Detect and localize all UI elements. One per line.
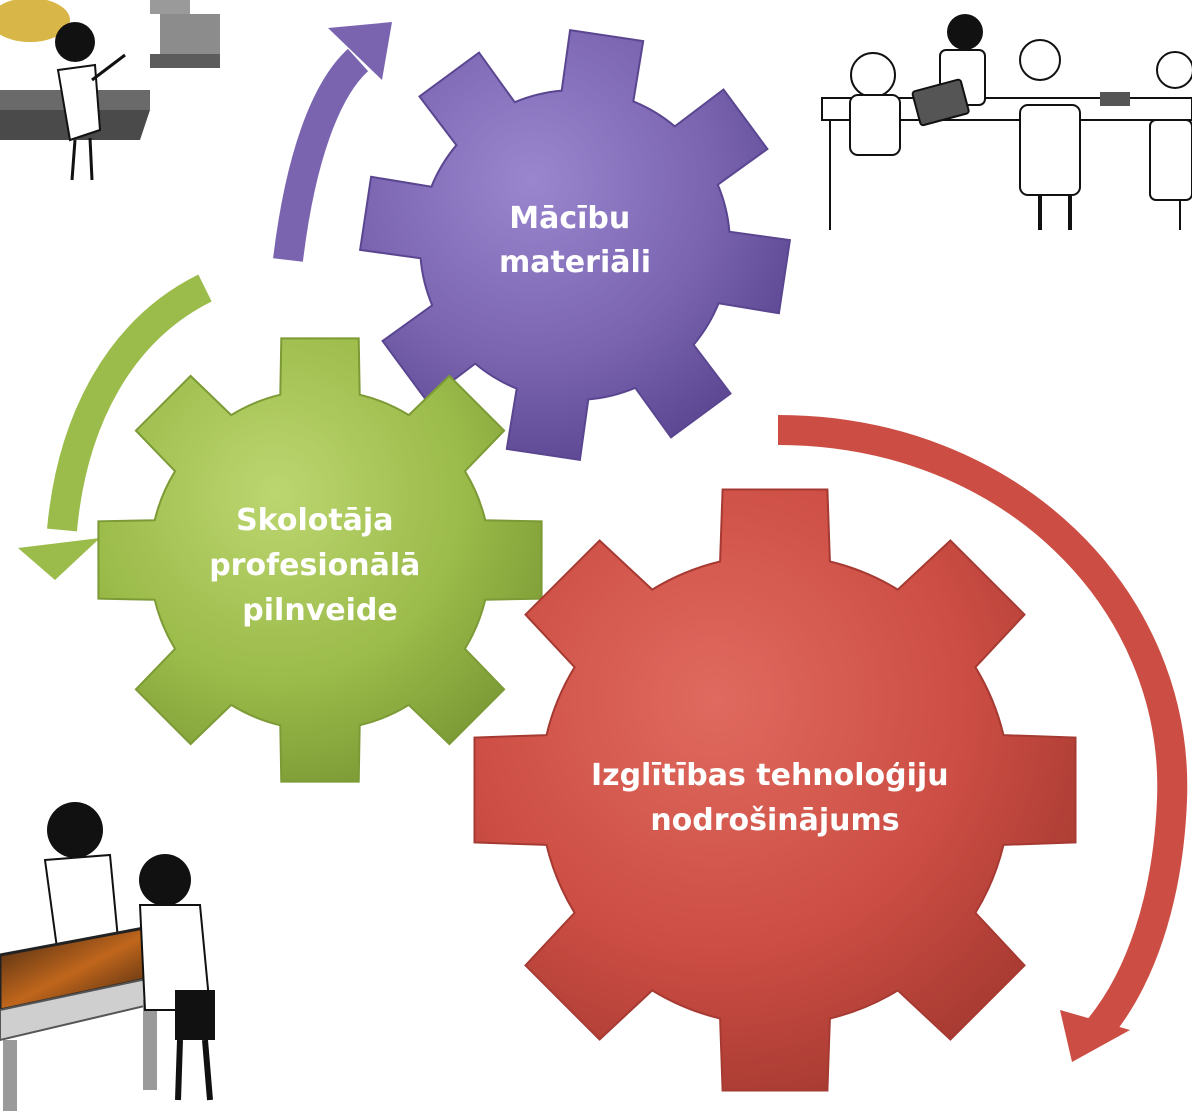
purple-arrow <box>273 22 392 262</box>
teacher-whiteboard-illustration <box>0 0 220 181</box>
gear-green-line-3: pilnveide <box>242 593 397 628</box>
green-arrow <box>18 274 212 580</box>
gear-red-label: Izglītības tehnoloģiju nodrošinājums <box>591 758 959 838</box>
gear-purple-line-1: Mācību <box>509 201 630 236</box>
students-tablets-illustration <box>821 14 1192 230</box>
red-arrow <box>777 415 1188 1062</box>
children-touchtable-illustration <box>0 802 215 1111</box>
gear-green-line-2: profesionālā <box>209 548 420 583</box>
gear-purple: Mācību materiāli <box>358 28 792 462</box>
gear-red-line-2: nodrošinājums <box>650 803 899 838</box>
gear-green: Skolotāja profesionālā pilnveide <box>97 337 543 783</box>
gear-purple-label: Mācību materiāli <box>499 201 651 280</box>
gear-green-label: Skolotāja profesionālā pilnveide <box>209 503 431 628</box>
gear-green-line-1: Skolotāja <box>236 503 393 538</box>
gear-red-line-1: Izglītības tehnoloģiju <box>591 758 949 793</box>
gear-icon <box>473 488 1077 1092</box>
gear-icon <box>358 28 792 462</box>
gear-icon <box>97 337 543 783</box>
gear-purple-line-2: materiāli <box>499 245 651 280</box>
gear-red: Izglītības tehnoloģiju nodrošinājums <box>473 488 1077 1092</box>
